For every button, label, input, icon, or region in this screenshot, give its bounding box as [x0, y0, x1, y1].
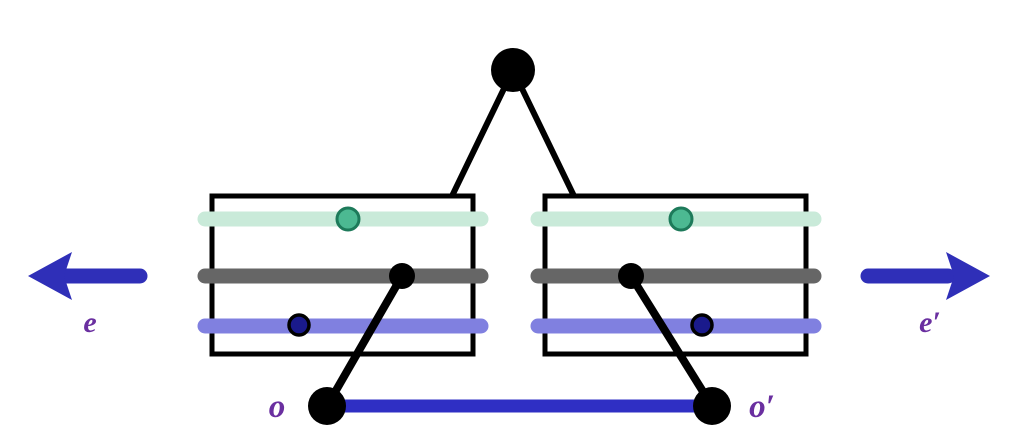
right-origin-label: o′: [749, 389, 775, 425]
right-arrow-label: e′: [919, 306, 941, 339]
right-arrow-head-icon: [946, 252, 990, 300]
left-arrow-group: [28, 252, 148, 300]
apex-to-left-box-edge: [449, 68, 516, 198]
left-arrow-label: e: [83, 306, 96, 339]
right-worldline: [627, 273, 716, 409]
left-navy-node: [287, 313, 311, 337]
left-arrow-head-icon: [28, 252, 72, 300]
right-green-node: [668, 206, 694, 232]
apex-node: [491, 48, 535, 92]
left-gray-line-node: [389, 263, 415, 289]
left-green-node: [335, 206, 361, 232]
worldlines-group: [323, 273, 716, 409]
right-navy-node: [690, 313, 714, 337]
black-nodes-group: [308, 48, 731, 425]
apex-edges-group: [449, 68, 577, 198]
origin-node-right: [693, 387, 731, 425]
origin-node-left: [308, 387, 346, 425]
navy-nodes-group: [287, 313, 714, 337]
left-origin-label: o: [269, 389, 286, 425]
right-gray-line-node: [618, 263, 644, 289]
apex-to-right-box-edge: [510, 68, 577, 198]
left-worldline: [323, 274, 406, 408]
green-nodes-group: [335, 206, 694, 232]
right-arrow-group: [860, 252, 990, 300]
